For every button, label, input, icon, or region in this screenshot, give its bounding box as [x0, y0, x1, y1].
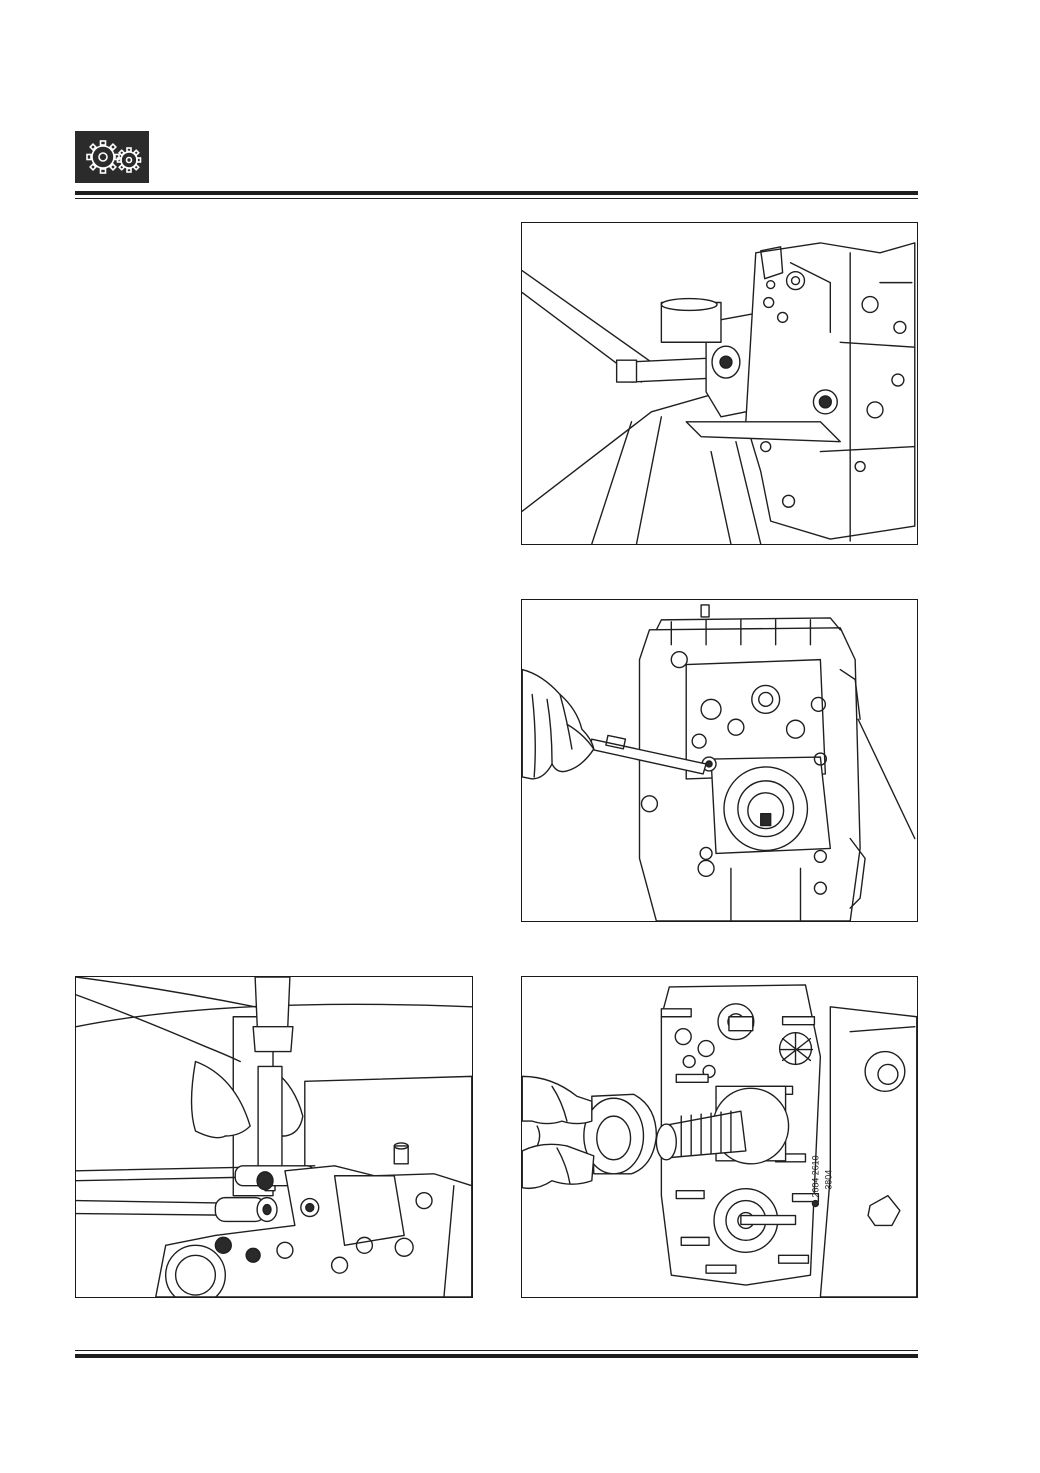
figure-output-housing-bolts	[521, 599, 918, 922]
figure-selector-pin-drift	[75, 976, 473, 1298]
gearbox-gears-icon	[86, 140, 142, 174]
header-rule-thick	[75, 191, 918, 195]
header-rule-thin	[75, 198, 918, 199]
illustration-output-housing-bolts	[522, 604, 916, 921]
casting-part-number: 2684 2610	[810, 1155, 820, 1197]
figure-brake-drum-removal	[521, 222, 918, 545]
illustration-brake-drum-removal	[522, 242, 916, 544]
figure-output-shaft-oil-seal: 2684 2610 3804	[521, 976, 918, 1298]
illustration-output-shaft-oil-seal: 2684 2610 3804	[522, 984, 917, 1297]
footer-rule-thin	[75, 1350, 918, 1351]
illustration-selector-pin-drift	[76, 977, 472, 1297]
footer-rule-thick	[75, 1354, 918, 1358]
casting-code: 3804	[823, 1170, 833, 1190]
section-logo	[75, 131, 149, 183]
